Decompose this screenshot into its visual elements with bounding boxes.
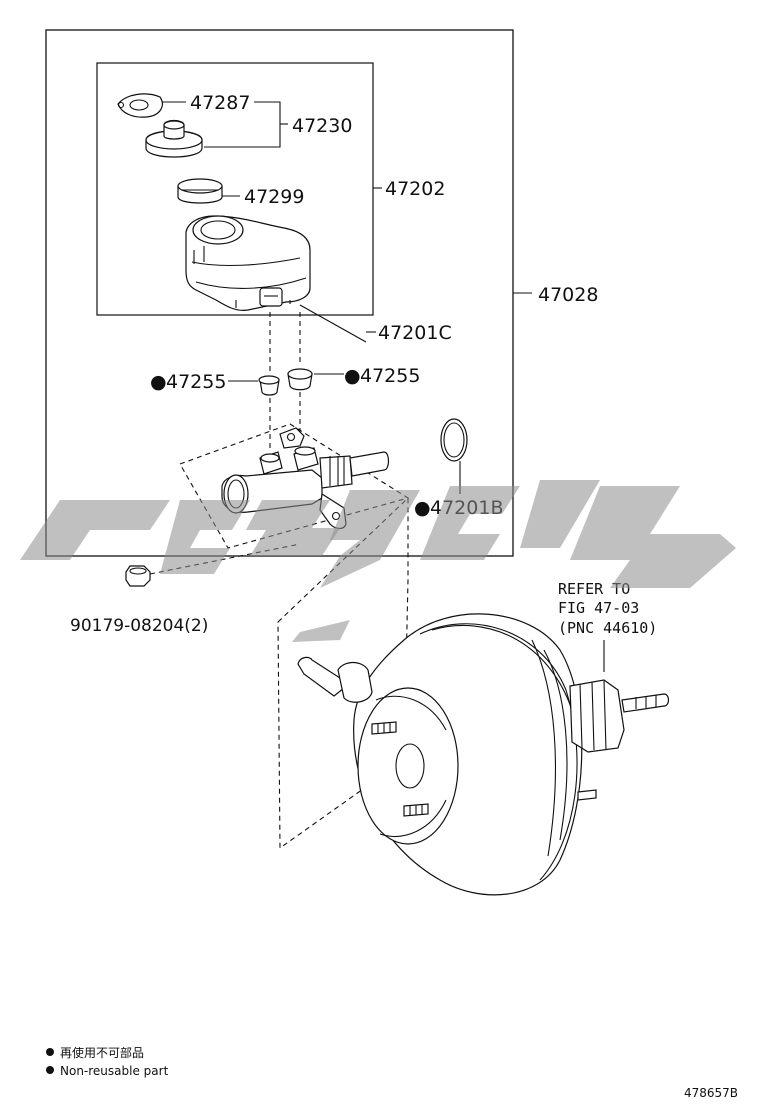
brake-booster-part (297, 613, 670, 896)
label-47028: 47028 (538, 284, 598, 306)
reservoir-tank-part (185, 215, 311, 311)
label-47201C: 47201C (378, 322, 452, 344)
label-47255-right: 47255 (360, 365, 420, 387)
legend-english: Non-reusable part (60, 1064, 169, 1078)
non-reusable-marker: ● (414, 497, 431, 519)
figure-id: 478657B (684, 1086, 738, 1100)
refer-line-1: REFER TO (558, 580, 630, 598)
non-reusable-marker: ● (344, 365, 361, 387)
reservoir-cap-part (145, 119, 203, 158)
grommet-left-part (258, 375, 280, 396)
label-47255-left: 47255 (166, 371, 226, 393)
refer-line-3: (PNC 44610) (558, 619, 657, 637)
reservoir-box-47202 (96, 62, 374, 316)
watermark-logo (20, 480, 736, 642)
strainer-part (177, 178, 223, 204)
label-47299: 47299 (244, 186, 304, 208)
grommet-right-part (287, 368, 313, 391)
gasket-plate-part (117, 93, 163, 118)
non-reusable-marker: ● (150, 371, 167, 393)
o-ring-part (440, 418, 468, 462)
legend-chinese: 再使用不可部品 (60, 1045, 144, 1060)
legend-bullet-icon (46, 1048, 54, 1056)
pin-47201C (299, 304, 367, 343)
label-90179: 90179-08204(2) (70, 616, 208, 636)
refer-line-2: FIG 47-03 (558, 599, 639, 617)
nut-part (125, 565, 151, 587)
label-47202: 47202 (385, 178, 445, 200)
legend-bullet-icon (46, 1066, 54, 1074)
label-47287: 47287 (190, 92, 250, 114)
label-47230: 47230 (292, 115, 352, 137)
